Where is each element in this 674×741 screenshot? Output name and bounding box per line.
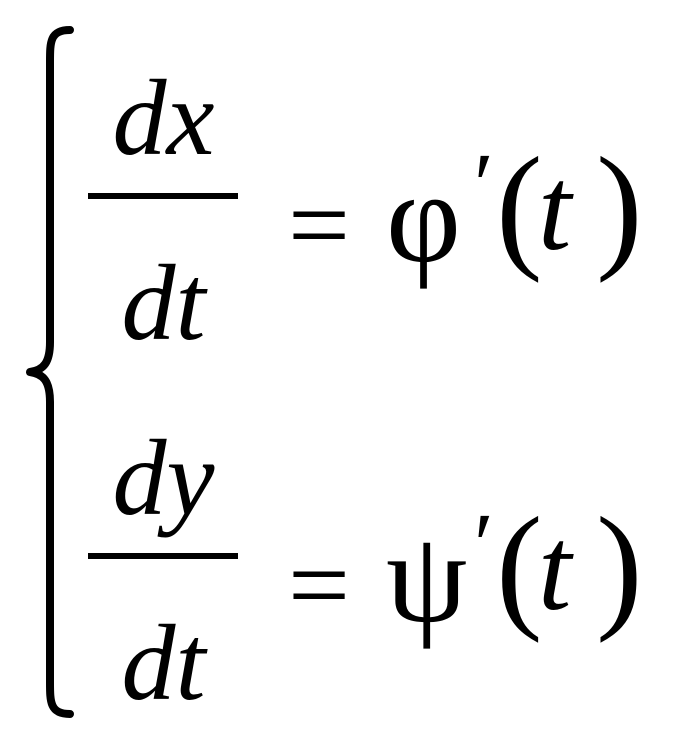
fraction-bar [88, 193, 238, 199]
numerator: dy [112, 419, 215, 538]
open-paren: ( [496, 489, 543, 644]
equals-sign: = [288, 524, 351, 646]
fraction-dy-dt: dy dt [86, 405, 241, 723]
phi-symbol: φ [386, 146, 462, 290]
prime-mark: ′ [474, 136, 494, 235]
denominator: dt [121, 244, 206, 363]
open-paren: ( [496, 129, 543, 284]
equals-sign: = [288, 164, 351, 286]
close-paren: ) [596, 489, 643, 644]
close-paren: ) [596, 129, 643, 284]
variable-t: t [538, 502, 572, 635]
variable-t: t [538, 142, 572, 275]
prime-mark: ′ [474, 496, 494, 595]
equation-row-dx: dx dt = φ ′ ( t ) [86, 45, 674, 365]
equation-row-dy: dy dt = ψ ′ ( t ) [86, 405, 674, 725]
fraction-bar [88, 553, 238, 559]
fraction-dx-dt: dx dt [86, 45, 241, 363]
psi-symbol: ψ [386, 506, 468, 650]
numerator: dx [112, 59, 215, 178]
left-brace [26, 26, 74, 718]
denominator: dt [121, 604, 206, 723]
